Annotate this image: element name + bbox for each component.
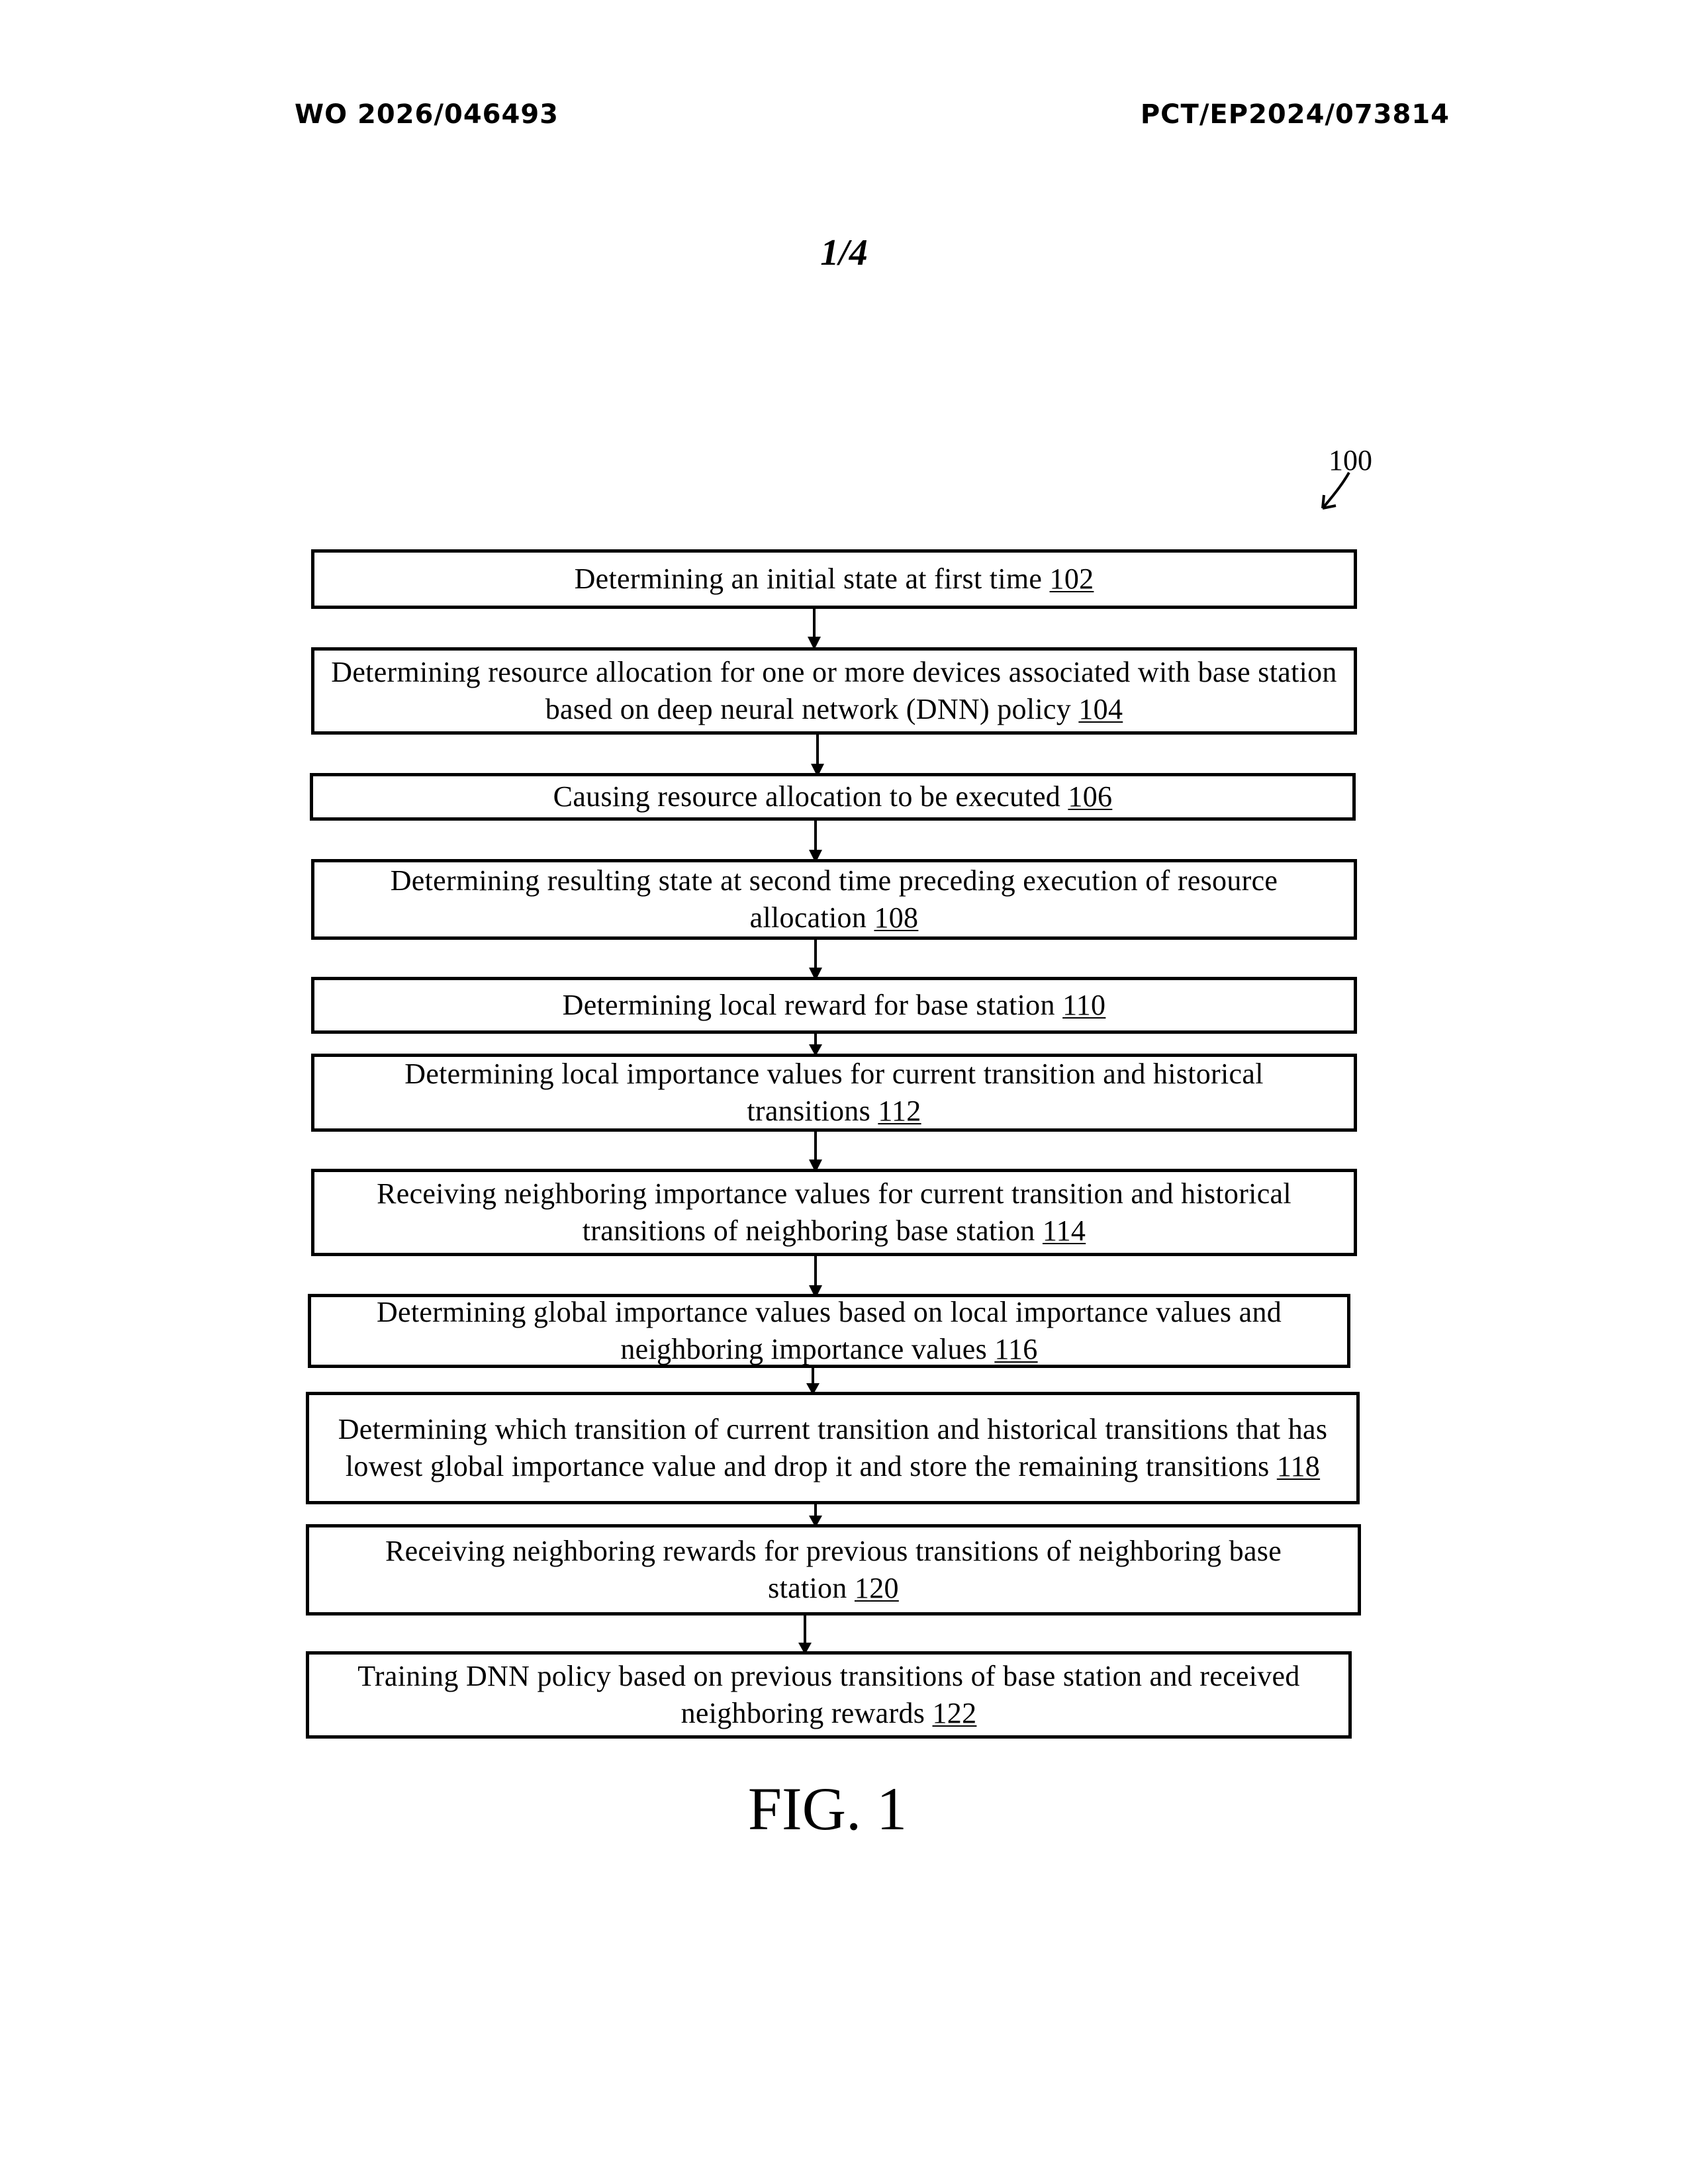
step-ref: 106 — [1068, 780, 1112, 813]
step-110: Determining local reward for base statio… — [311, 977, 1357, 1034]
step-text: Causing resource allocation to be execut… — [553, 780, 1060, 813]
step-text: Determining resulting state at second ti… — [391, 864, 1278, 934]
step-text: Training DNN policy based on previous tr… — [357, 1660, 1299, 1729]
step-120: Receiving neighboring rewards for previo… — [306, 1524, 1361, 1615]
step-116: Determining global importance values bas… — [308, 1294, 1350, 1368]
step-ref: 120 — [855, 1572, 899, 1604]
step-122: Training DNN policy based on previous tr… — [306, 1651, 1352, 1739]
step-ref: 108 — [874, 901, 918, 934]
step-112: Determining local importance values for … — [311, 1054, 1357, 1132]
step-text: Determining which transition of current … — [338, 1413, 1328, 1482]
step-106: Causing resource allocation to be execut… — [310, 773, 1356, 821]
step-ref: 116 — [994, 1333, 1037, 1365]
step-ref: 114 — [1043, 1214, 1086, 1247]
step-102: Determining an initial state at first ti… — [311, 549, 1357, 609]
step-104: Determining resource allocation for one … — [311, 647, 1357, 735]
step-ref: 110 — [1062, 989, 1105, 1021]
step-ref: 118 — [1277, 1450, 1320, 1482]
step-text: Receiving neighboring importance values … — [377, 1177, 1291, 1247]
step-ref: 122 — [933, 1697, 977, 1729]
step-text: Determining resource allocation for one … — [331, 656, 1336, 725]
step-text: Determining an initial state at first ti… — [575, 563, 1043, 595]
step-ref: 104 — [1078, 693, 1123, 725]
step-text: Determining global importance values bas… — [377, 1296, 1282, 1365]
step-text: Determining local reward for base statio… — [563, 989, 1055, 1021]
step-114: Receiving neighboring importance values … — [311, 1169, 1357, 1256]
step-108: Determining resulting state at second ti… — [311, 859, 1357, 940]
step-ref: 102 — [1050, 563, 1094, 595]
step-118: Determining which transition of current … — [306, 1392, 1360, 1504]
figure-label: FIG. 1 — [0, 1774, 1655, 1844]
step-text: Determining local importance values for … — [404, 1058, 1263, 1127]
step-text: Receiving neighboring rewards for previo… — [385, 1535, 1282, 1604]
step-ref: 112 — [878, 1095, 921, 1127]
